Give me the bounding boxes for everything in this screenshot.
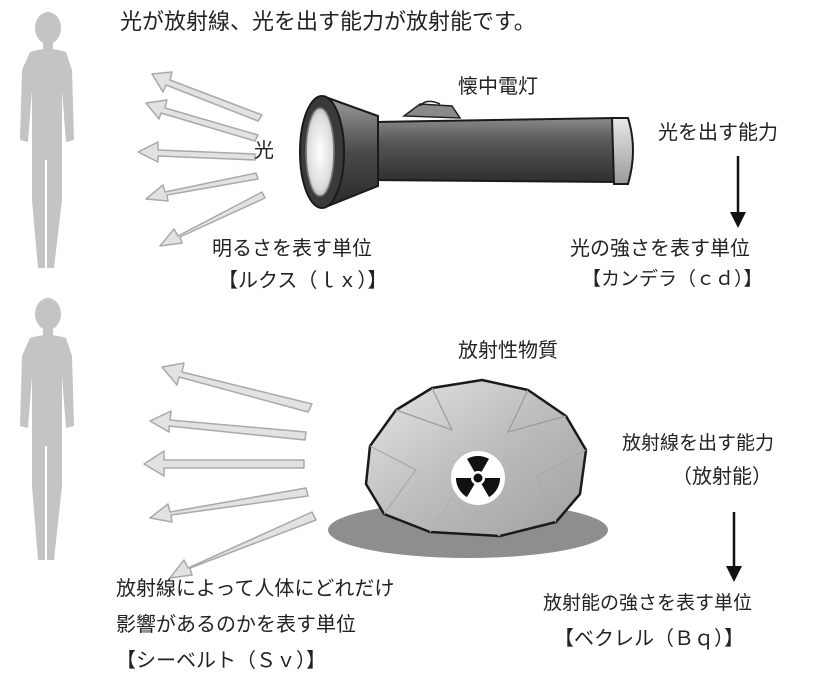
radiation-arrow bbox=[169, 511, 317, 579]
radioactivity-label: （放射能） bbox=[672, 464, 772, 488]
radiation-arrow bbox=[149, 487, 309, 523]
radioactive-material-label: 放射性物質 bbox=[458, 338, 558, 362]
human-silhouette-icon bbox=[20, 298, 74, 560]
body-effect-unit-line2: 影響があるのかを表す単位 bbox=[116, 612, 356, 636]
activity-unit-label: 放射能の強さを表す単位 bbox=[543, 592, 753, 614]
page-title: 光が放射線、光を出す能力が放射能です。 bbox=[120, 10, 536, 35]
body-effect-unit-line1: 放射線によって人体にどれだけ bbox=[116, 576, 395, 600]
radiation-arrow bbox=[161, 362, 313, 413]
intensity-unit-name: 【カンデラ（ｃｄ）】 bbox=[582, 268, 763, 290]
brightness-unit-label: 明るさを表す単位 bbox=[212, 236, 372, 260]
light-arrow bbox=[145, 99, 259, 142]
light-arrow bbox=[137, 141, 256, 163]
intensity-unit-label: 光の強さを表す単位 bbox=[570, 236, 750, 260]
flashlight-label: 懐中電灯 bbox=[458, 74, 538, 98]
down-arrow-icon bbox=[730, 156, 746, 228]
human-silhouette-icon bbox=[20, 12, 74, 268]
radiation-emit-ability-label: 放射線を出す能力 bbox=[622, 432, 775, 454]
light-label: 光 bbox=[254, 138, 274, 162]
radiation-arrow bbox=[149, 410, 307, 441]
down-arrow-icon bbox=[726, 512, 742, 582]
sievert-unit-name: 【シーベルト（Ｓｖ）】 bbox=[116, 648, 326, 672]
light-arrow bbox=[151, 71, 263, 122]
light-arrow bbox=[159, 191, 266, 247]
light-arrow bbox=[145, 172, 259, 202]
light-arrows bbox=[137, 71, 266, 247]
radiation-trefoil-icon bbox=[451, 451, 505, 505]
emit-ability-label: 光を出す能力 bbox=[658, 120, 778, 144]
radiation-arrows bbox=[143, 362, 317, 579]
radiation-arrow bbox=[143, 450, 305, 477]
brightness-unit-name: 【ルクス（ｌｘ）】 bbox=[218, 268, 388, 292]
flashlight-icon bbox=[299, 95, 634, 209]
becquerel-unit-name: 【ベクレル（Ｂｑ）】 bbox=[554, 626, 744, 650]
